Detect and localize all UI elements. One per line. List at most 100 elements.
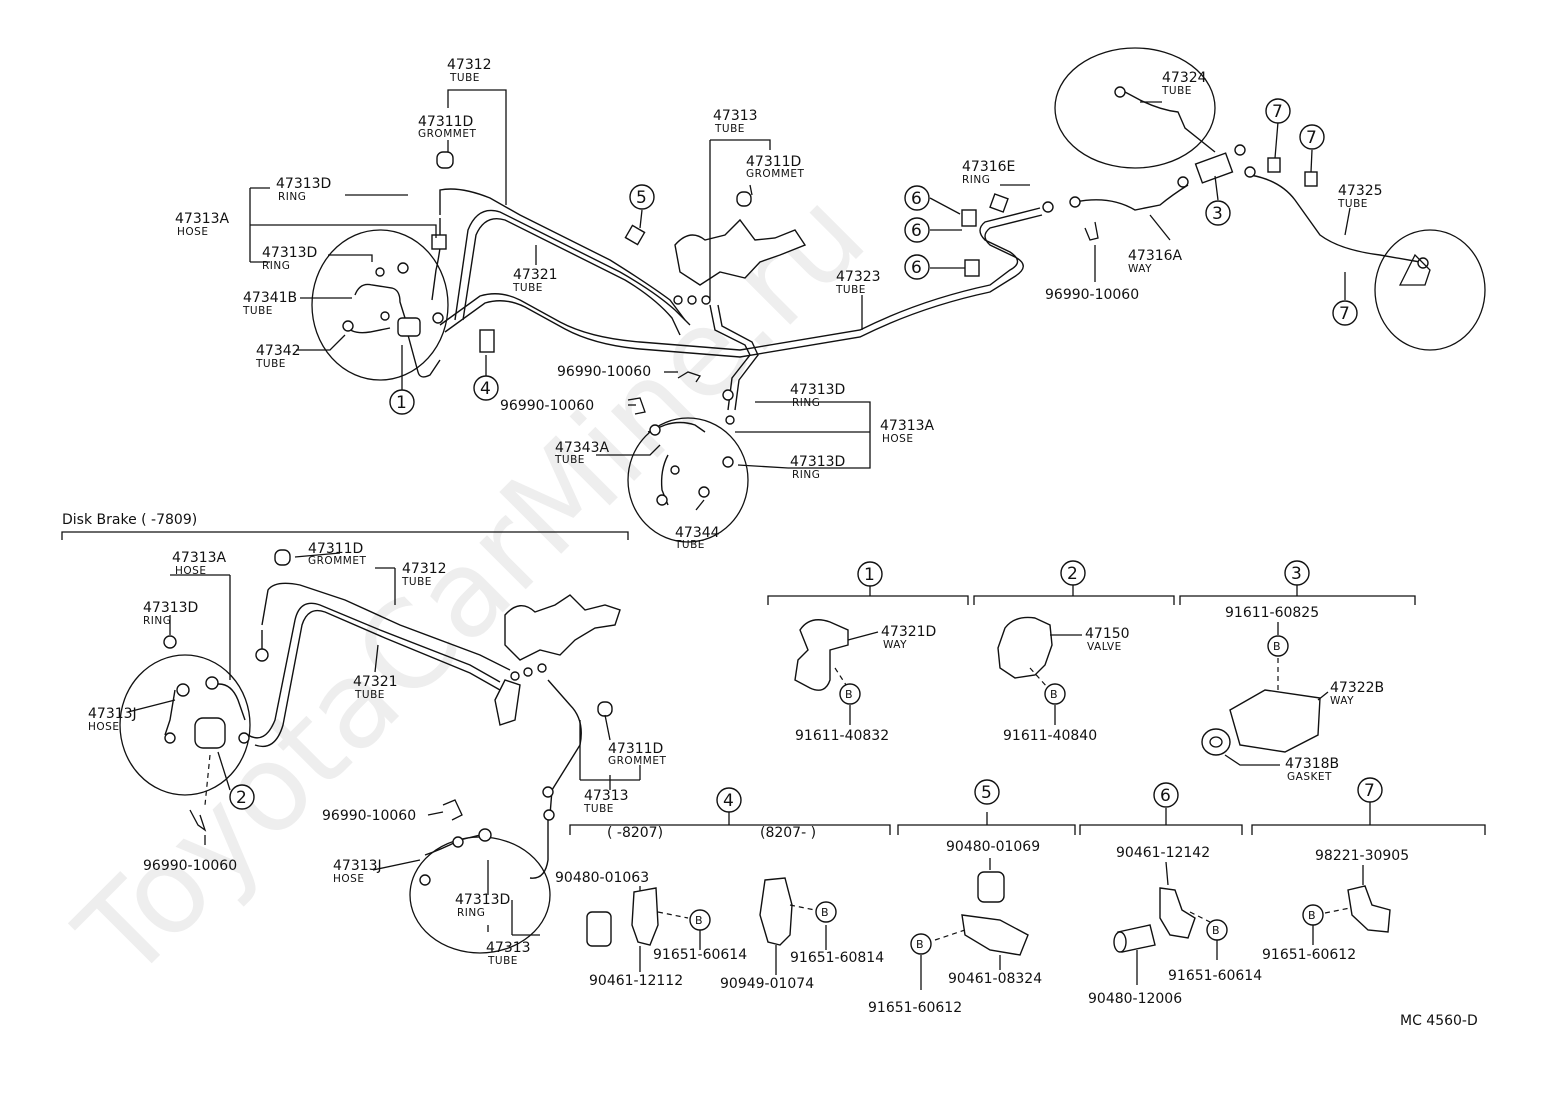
disk-tube-47321-b <box>254 609 501 748</box>
detail-callout-5 <box>974 779 1000 805</box>
label-47313D-c-name: RING <box>792 397 820 409</box>
callout-1-top <box>389 389 415 415</box>
gasket-47318B-shape <box>1201 728 1231 756</box>
tube-47343A-path <box>647 421 706 433</box>
disk-clip-96990-a <box>189 809 207 832</box>
disk-brake-section: Disk Brake ( -7809) <box>61 512 666 967</box>
detail-callout-3 <box>1284 560 1310 586</box>
label-47343A-num: 47343A <box>555 440 610 456</box>
fitting-i <box>1234 144 1246 156</box>
label-47341B-name: TUBE <box>242 305 273 317</box>
label-47344-num: 47344 <box>675 525 720 541</box>
callout-2-disk-num: 2 <box>236 788 247 808</box>
rear-right-bracket <box>1398 253 1431 286</box>
disk-fitting-i <box>452 836 464 848</box>
label-47316A-name: WAY <box>1128 263 1152 275</box>
fitting-f <box>1042 201 1054 213</box>
callout-3-top <box>1205 200 1231 226</box>
disk-label-47313D-a-name: RING <box>143 615 171 627</box>
disk-left-drum <box>119 654 251 796</box>
clip-90461-08324-shape <box>961 914 1029 956</box>
disk-fitting-f <box>542 786 554 798</box>
clip-7-b <box>1304 171 1318 187</box>
detail-callout-2 <box>1060 560 1086 586</box>
detail-2-part-a-name: VALVE <box>1087 641 1122 653</box>
label-47313-top-name: TUBE <box>714 123 745 135</box>
callout-6-top-b-num: 6 <box>911 221 922 241</box>
label-47313A-mid-name: HOSE <box>882 433 913 445</box>
disk-label-47313-b-num: 47313 <box>486 940 531 956</box>
disk-fitting-c <box>205 676 219 690</box>
label-47313D-b-name: RING <box>262 260 290 272</box>
disk-hose-47313J-a <box>164 689 176 736</box>
detail-1-part-a-num: 47321D <box>881 624 936 640</box>
disk-label-47313J-a-name: HOSE <box>88 721 119 733</box>
clip-96990-right <box>1084 221 1099 241</box>
b-marker-6 <box>1206 919 1228 941</box>
callout-4-top <box>473 375 499 401</box>
disk-tube-47321-a <box>247 602 501 739</box>
tube-to-way1 <box>407 334 441 378</box>
label-47321-top-name: TUBE <box>512 282 543 294</box>
callout-7-top-c <box>1332 300 1358 326</box>
detail-4-part-c-num: 90461-12112 <box>589 973 683 989</box>
fitting-d <box>722 389 734 401</box>
disk-label-47311D-b-name: GROMMET <box>608 755 666 767</box>
disk-label-47311D-a-name: GROMMET <box>308 555 366 567</box>
disk-fitting-j <box>419 874 431 886</box>
clip-90480-01063-shape <box>586 911 612 947</box>
top-assembly <box>311 47 1486 543</box>
disk-label-47313-name: TUBE <box>583 803 614 815</box>
clip-96990-mid2 <box>627 397 646 415</box>
rear-center-drum <box>627 417 749 543</box>
b-marker-7 <box>1302 904 1324 926</box>
fitting-s <box>670 465 680 475</box>
fitting-k <box>1114 86 1126 98</box>
detail-4-part-d-num: 91651-60814 <box>790 950 884 966</box>
detail-callout-3-num: 3 <box>1291 564 1302 584</box>
rear-right-drum-lower <box>1374 229 1486 351</box>
b-markers: B B B B B B B B <box>689 635 1324 955</box>
union-fitting-left <box>431 234 447 250</box>
detail-2-part-b-num: 91611-40840 <box>1003 728 1097 744</box>
label-47311D-top-num: 47311D <box>418 114 473 130</box>
label-47313-top-num: 47313 <box>713 108 758 124</box>
svg-text:B: B <box>916 938 924 951</box>
detail-4-part-e-num: 90949-01074 <box>720 976 814 992</box>
fitting-b <box>687 295 697 305</box>
clip-98221-30905-shape <box>1347 885 1391 933</box>
b-marker-5 <box>910 933 932 955</box>
clip-4-top <box>479 329 495 353</box>
disk-tube-rear <box>529 820 549 879</box>
label-47323-name: TUBE <box>835 284 866 296</box>
fitting-q <box>432 312 444 324</box>
label-47343A-name: TUBE <box>554 454 585 466</box>
fitting-g <box>1069 196 1081 208</box>
clip-96990-mid1 <box>677 371 702 383</box>
disk-fitting-g <box>543 809 555 821</box>
b-marker-3 <box>1267 635 1289 657</box>
detail-4-part-a-num: 90480-01063 <box>555 870 649 886</box>
detail-callout-1 <box>857 561 883 587</box>
b-marker-1 <box>839 683 861 705</box>
label-47312-name: TUBE <box>449 72 480 84</box>
top-leader-lines <box>249 89 1351 511</box>
fitting-v <box>722 456 734 468</box>
fitting-r <box>649 424 661 436</box>
callout-7-top-b-num: 7 <box>1306 128 1317 148</box>
label-47313D-d-name: RING <box>792 469 820 481</box>
tube-47324-path <box>1124 91 1216 153</box>
label-47311D-mid-name: GROMMET <box>746 168 804 180</box>
label-47321-top-num: 47321 <box>513 267 558 283</box>
disk-label-47311D-a-num: 47311D <box>308 541 363 557</box>
callout-7-top-c-num: 7 <box>1339 304 1350 324</box>
fitting-h <box>1177 176 1189 188</box>
callout-5-top <box>629 184 655 210</box>
detail-6-part-c-num: 90480-12006 <box>1088 991 1182 1007</box>
fitting-p <box>380 311 390 321</box>
label-47316E-name: RING <box>962 174 990 186</box>
disk-label-47313D-b-name: RING <box>457 907 485 919</box>
callout-7-top-a <box>1265 98 1291 124</box>
fitting-n <box>397 262 409 274</box>
